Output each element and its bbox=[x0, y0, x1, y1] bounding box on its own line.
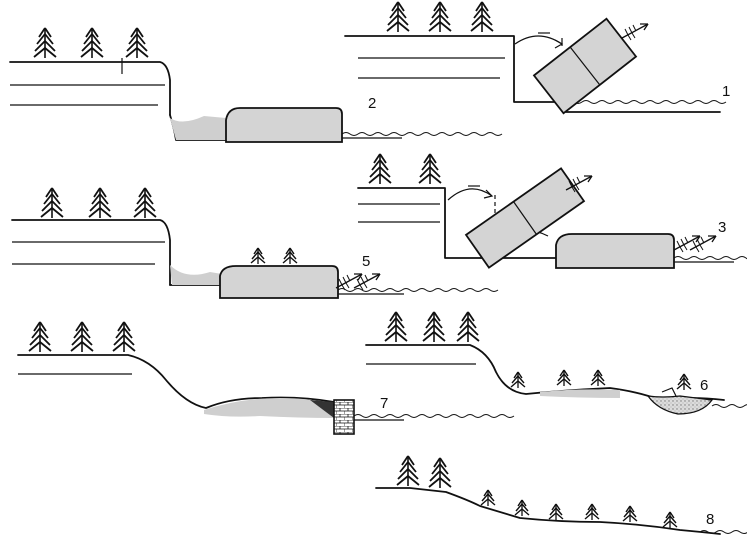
panel-7: 7 bbox=[18, 322, 514, 434]
brick-dam-icon bbox=[334, 400, 354, 434]
conifer-tree-icon bbox=[623, 506, 637, 522]
conifer-tree-icon bbox=[549, 504, 563, 520]
conifer-tree-icon bbox=[591, 370, 605, 386]
conifer-tree-icon bbox=[677, 374, 691, 390]
panel-label: 2 bbox=[368, 95, 376, 112]
conifer-tree-icon bbox=[429, 2, 451, 32]
feathered-arrow-icon bbox=[674, 236, 700, 252]
panel-label: 3 bbox=[718, 219, 726, 236]
conifer-tree-icon bbox=[29, 322, 51, 352]
conifer-tree-icon bbox=[41, 188, 63, 218]
conifer-tree-icon bbox=[89, 188, 111, 218]
panel-2: 2 bbox=[10, 28, 502, 142]
conifer-tree-icon bbox=[511, 372, 525, 388]
conifer-tree-icon bbox=[283, 248, 297, 264]
feathered-arrow-icon bbox=[690, 236, 716, 252]
conifer-tree-icon bbox=[429, 458, 451, 488]
conifer-tree-icon bbox=[251, 248, 265, 264]
feathered-arrow-icon bbox=[622, 24, 648, 40]
conifer-tree-icon bbox=[419, 154, 441, 184]
conifer-tree-icon bbox=[515, 500, 529, 516]
conifer-tree-icon bbox=[369, 154, 391, 184]
conifer-tree-icon bbox=[134, 188, 156, 218]
conifer-tree-icon bbox=[71, 322, 93, 352]
conifer-tree-icon bbox=[423, 312, 445, 342]
conifer-tree-icon bbox=[113, 322, 135, 352]
conifer-tree-icon bbox=[126, 28, 148, 58]
panel-label: 1 bbox=[722, 83, 730, 100]
conifer-tree-icon bbox=[557, 370, 571, 386]
conifer-tree-icon bbox=[385, 312, 407, 342]
conifer-tree-icon bbox=[457, 312, 479, 342]
panel-8: 8 bbox=[376, 456, 747, 534]
panel-label: 5 bbox=[362, 253, 370, 270]
panel-6: 6 bbox=[366, 312, 747, 414]
conifer-tree-icon bbox=[34, 28, 56, 58]
conifer-tree-icon bbox=[663, 512, 677, 528]
conifer-tree-icon bbox=[481, 490, 495, 506]
conifer-tree-icon bbox=[81, 28, 103, 58]
panel-1: 1 bbox=[345, 2, 730, 113]
conifer-tree-icon bbox=[585, 504, 599, 520]
panel-label: 6 bbox=[700, 377, 708, 394]
panel-label: 7 bbox=[380, 395, 388, 412]
conifer-tree-icon bbox=[387, 2, 409, 32]
conifer-tree-icon bbox=[397, 456, 419, 486]
conifer-tree-icon bbox=[471, 2, 493, 32]
panel-label: 8 bbox=[706, 511, 714, 528]
panel-3: 3 bbox=[358, 154, 747, 268]
